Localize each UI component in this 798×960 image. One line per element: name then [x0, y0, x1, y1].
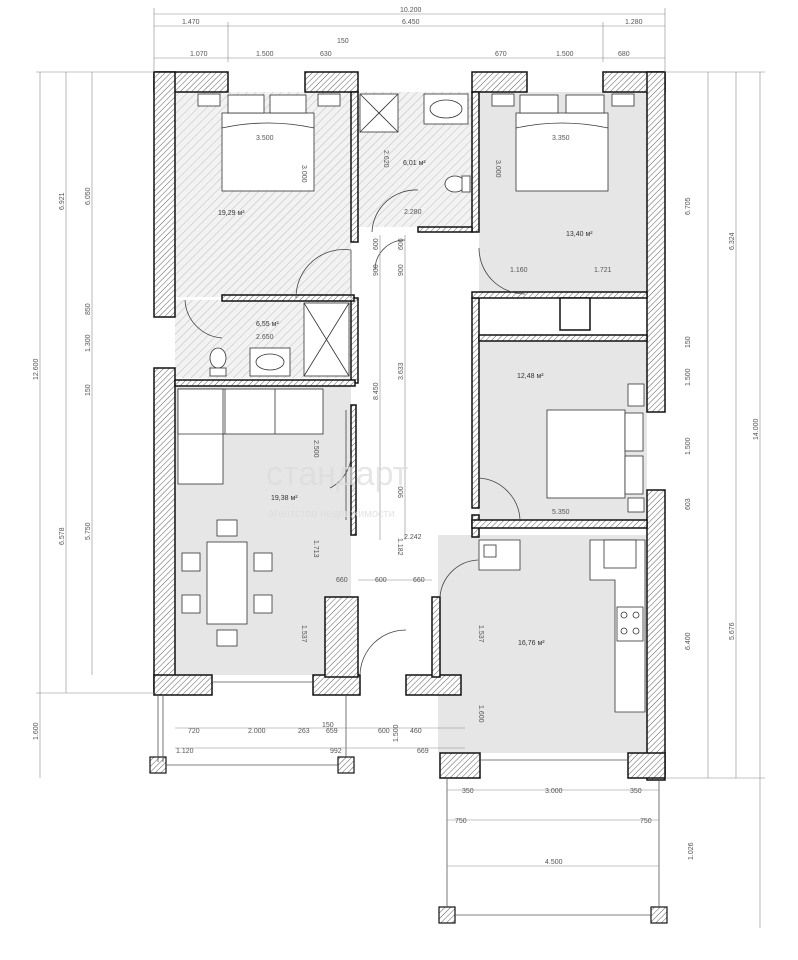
dim-right-outer-0: 6.324 — [729, 232, 736, 250]
dim-corr-v1: 1.182 — [396, 538, 403, 556]
dim-left-inner-4: 5.750 — [85, 522, 92, 540]
watermark-tagline: агентство недвижимости — [268, 508, 395, 520]
dim-left-inner-2: 1.300 — [85, 334, 92, 352]
dim-bottom-r2-0: 1.120 — [176, 748, 194, 755]
dim-terrace-r1-0: 350 — [462, 788, 474, 795]
dim-right-outer-1: 5.676 — [729, 622, 736, 640]
dim-right-h1: 1.721 — [594, 267, 612, 274]
bed-right — [491, 93, 635, 192]
sofa — [177, 388, 324, 485]
dim-terrace-r1-2: 350 — [630, 788, 642, 795]
dim-corr-len2: 3.633 — [398, 362, 405, 380]
dim-left-inner-0: 6.050 — [85, 187, 92, 205]
dim-bottom-r2-3: 669 — [417, 748, 429, 755]
room-area-bath-top: 6,01 м² — [403, 160, 426, 167]
dim-corr-len: 8.450 — [373, 382, 380, 400]
bath-top-fixtures — [359, 93, 471, 193]
room-area-bedroom-mid: 12,48 м² — [517, 373, 544, 380]
dim-right-outer-2: 1.026 — [688, 842, 695, 860]
dim-top-r2-4: 670 — [495, 51, 507, 58]
dim-right-inner-3: 1.500 — [685, 437, 692, 455]
dim-corr-c: 660 — [413, 577, 425, 584]
dim-top-r1-1: 6.450 — [402, 19, 420, 26]
dim-corr-s2: 600 — [398, 238, 405, 250]
dim-bottom-r1-2: 263 — [298, 728, 310, 735]
dim-corr-b: 600 — [375, 577, 387, 584]
dim-terrace-r2-0: 750 — [455, 818, 467, 825]
dim-corr-w2: 900 — [398, 264, 405, 276]
dim-kitchen-v1: 1.537 — [477, 625, 484, 643]
dim-right-inner-4: 603 — [685, 498, 692, 510]
dim-bottom-r1-4: 659 — [326, 728, 338, 735]
dim-left-inner-1: 850 — [85, 303, 92, 315]
dim-corr-h: 2.242 — [404, 534, 422, 541]
dim-bottom-r1-6: 460 — [410, 728, 422, 735]
dim-living-v3: 1.537 — [300, 625, 307, 643]
dim-bottom-r1-1: 2.000 — [248, 728, 266, 735]
dim-left-outer-1: 6.578 — [59, 527, 66, 545]
dim-terrace-r2-1: 750 — [640, 818, 652, 825]
dim-top-r2-6: 680 — [618, 51, 630, 58]
dimension-lines — [36, 8, 765, 928]
dim-top-r2-2: 630 — [320, 51, 332, 58]
bed-mid — [546, 383, 645, 513]
dining-set — [181, 519, 273, 647]
dim-bath-mid-w: 2.650 — [256, 334, 274, 341]
dim-kitchen-v2: 1.600 — [477, 705, 484, 723]
room-area-bedroom-right: 13,40 м² — [566, 231, 593, 238]
dim-bed-right-w: 3.350 — [552, 135, 570, 142]
dim-right-total: 14.000 — [753, 418, 760, 440]
dim-corr-a: 660 — [336, 577, 348, 584]
dim-bottom-r2-2: 1.500 — [393, 724, 400, 742]
dim-right-inner-1: 150 — [685, 336, 692, 348]
dim-terrace-r1-1: 3.000 — [545, 788, 563, 795]
dim-right-h2: 1.160 — [510, 267, 528, 274]
walls — [153, 71, 666, 781]
dim-bed-left-w: 3.500 — [256, 135, 274, 142]
dim-bottom-r1-5: 600 — [378, 728, 390, 735]
dim-left-outer-0: 6.921 — [59, 192, 66, 210]
dim-top-r1-2: 1.280 — [625, 19, 643, 26]
dim-top-r2-1: 1.500 — [256, 51, 274, 58]
doors — [184, 189, 526, 676]
dim-top-r1-0: 1.470 — [182, 19, 200, 26]
dim-right-inner-0: 6.705 — [685, 197, 692, 215]
room-area-bath-mid: 6,55 м² — [256, 321, 279, 328]
dim-living-v2: 1.713 — [312, 540, 319, 558]
kitchen-fixtures — [478, 539, 646, 713]
room-area-bedroom-left: 19,29 м² — [218, 210, 245, 217]
room-area-kitchen: 16,76 м² — [518, 640, 545, 647]
dim-bottom-r1-3: 150 — [322, 722, 334, 729]
dim-bottom-r2-1: 992 — [330, 748, 342, 755]
dim-bottom-r1-0: 720 — [188, 728, 200, 735]
dim-top-r2-5: 1.500 — [556, 51, 574, 58]
dim-top-r2-0: 1.070 — [190, 51, 208, 58]
dim-top-total: 10.200 — [400, 7, 422, 14]
dim-right-inner-2: 1.500 — [685, 368, 692, 386]
room-area-living: 19,38 м² — [271, 495, 298, 502]
bed-left — [197, 93, 341, 192]
dim-living-v1: 2.500 — [312, 440, 319, 458]
dim-left-inner-3: 150 — [85, 384, 92, 396]
watermark-brand: стандарт — [266, 455, 408, 493]
dim-bath-top-w: 2.280 — [404, 209, 422, 216]
terrace-outline — [157, 681, 660, 916]
dim-bed-left-h: 3.000 — [300, 165, 307, 183]
dim-bath-top-h: 2.620 — [382, 150, 389, 168]
dim-corr-s1: 600 — [373, 238, 380, 250]
bath-mid-fixtures — [209, 302, 350, 377]
dim-terrace-total: 4.500 — [545, 859, 563, 866]
dim-corr-w3: 900 — [398, 486, 405, 498]
dim-left-outer-2: 1.600 — [33, 722, 40, 740]
dim-top-r2-3: 150 — [337, 38, 349, 45]
dim-bed-mid-w: 5.350 — [552, 509, 570, 516]
dim-left-total: 12.600 — [33, 358, 40, 380]
dim-corr-w1: 900 — [373, 264, 380, 276]
dim-bed-right-h: 3.000 — [494, 160, 501, 178]
dim-right-inner-5: 6.400 — [685, 632, 692, 650]
terrace-columns — [149, 756, 668, 924]
